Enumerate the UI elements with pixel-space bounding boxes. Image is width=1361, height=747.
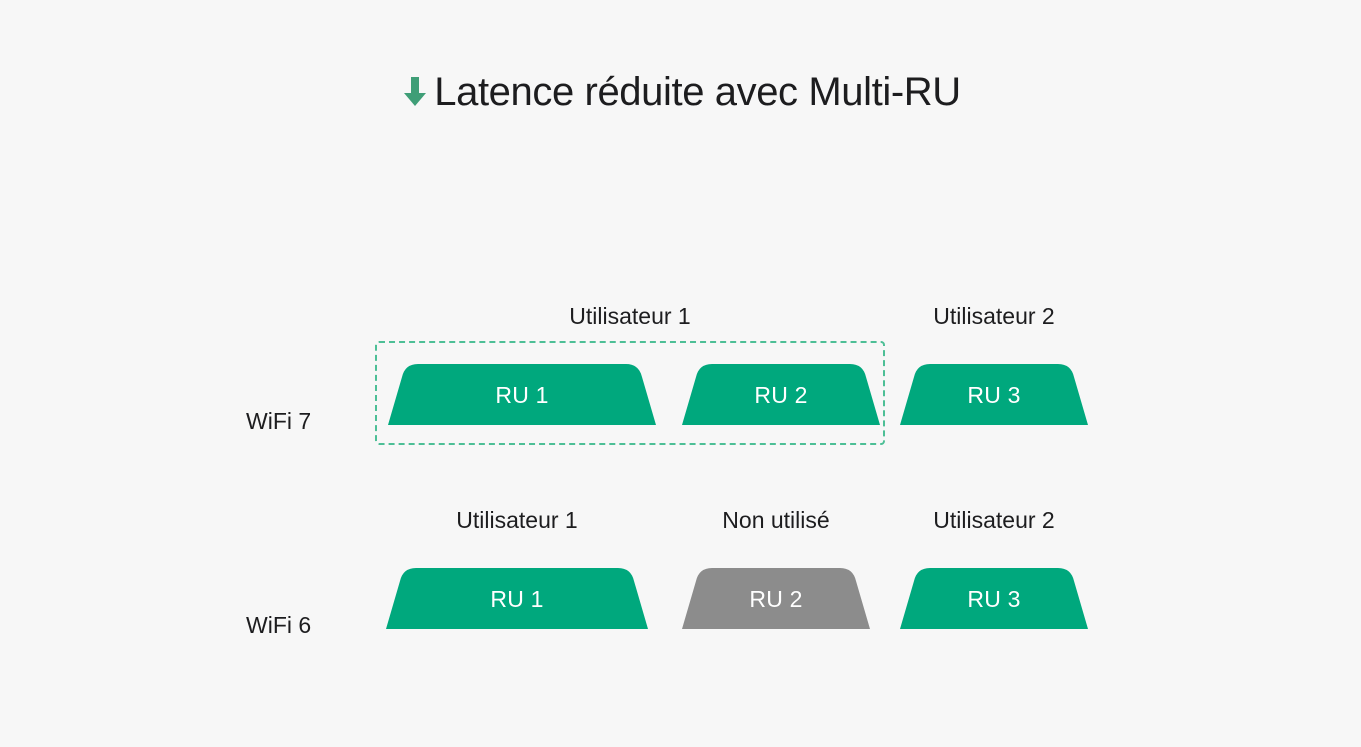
ru-block-wifi6-ru2[interactable]: Non utilisé RU 2 (682, 507, 870, 629)
multi-ru-group-box (375, 341, 885, 445)
row-label-wifi6: WiFi 6 (246, 612, 312, 638)
ru-block-wifi6-ru1[interactable]: Utilisateur 1 RU 1 (386, 507, 648, 629)
row-wifi6: WiFi 6 Utilisateur 1 RU 1 Non utilisé RU… (0, 507, 1361, 664)
page-title-text: Latence réduite avec Multi-RU (434, 70, 961, 114)
ru-caption-wifi6-ru2: Non utilisé (722, 507, 830, 533)
ru-caption-wifi6-ru3: Utilisateur 2 (933, 507, 1055, 533)
ru-block-wifi7-ru1[interactable]: RU 1 (388, 363, 656, 425)
ru-caption-wifi7-ru3: Utilisateur 2 (933, 303, 1055, 329)
page-title: Latence réduite avec Multi-RU (0, 72, 1361, 112)
ru-trapezoid-shape (682, 567, 870, 629)
ru-trapezoid-shape (386, 567, 648, 629)
ru-trapezoid-shape (900, 363, 1088, 425)
ru-block-wifi6-ru3[interactable]: Utilisateur 2 RU 3 (900, 507, 1088, 629)
ru-block-wifi7-ru3[interactable]: Utilisateur 2 RU 3 (900, 303, 1088, 425)
ru-trapezoid-shape (682, 363, 880, 425)
ru-trapezoid-shape (388, 363, 656, 425)
down-arrow-icon (400, 74, 430, 110)
row-label-wifi7: WiFi 7 (246, 408, 312, 434)
ru-block-wifi7-ru2[interactable]: RU 2 (682, 363, 880, 425)
row-wifi7: WiFi 7 Utilisateur 1 RU 1 RU 2 U (0, 303, 1361, 460)
ru-trapezoid-shape (900, 567, 1088, 629)
ru-caption-wifi6-ru1: Utilisateur 1 (456, 507, 578, 533)
group-caption-utilisateur-1: Utilisateur 1 (569, 303, 691, 329)
